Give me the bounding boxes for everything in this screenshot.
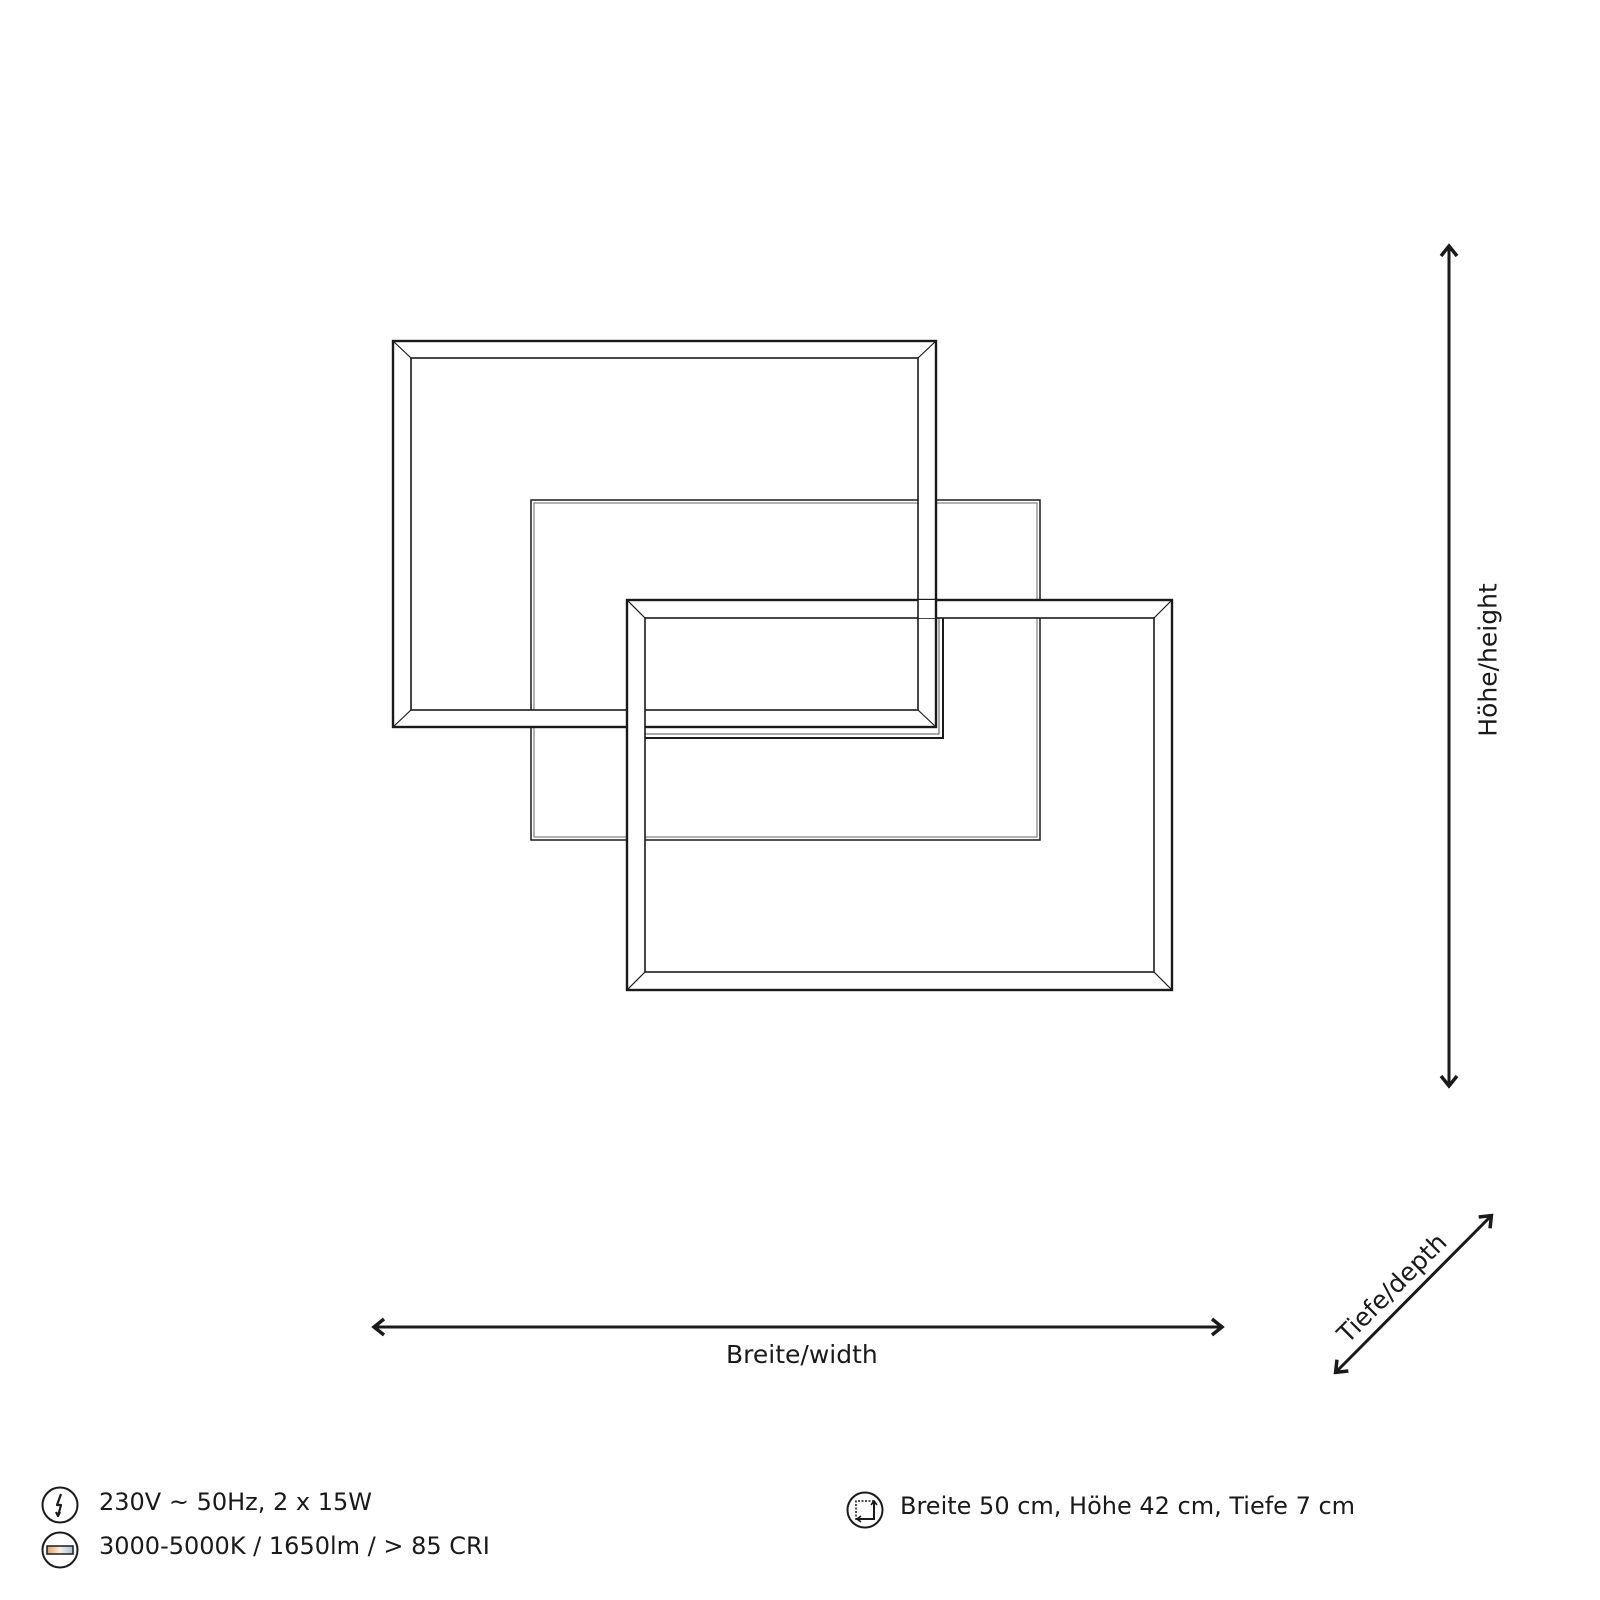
color-temperature-icon xyxy=(41,1531,79,1569)
depth-arrow xyxy=(1333,1213,1494,1375)
dimensions-icon xyxy=(846,1491,884,1529)
frame-middle xyxy=(530,499,1041,841)
frame-top-left xyxy=(391,339,938,729)
frame-bottom-right xyxy=(625,598,1174,992)
size-spec: Breite 50 cm, Höhe 42 cm, Tiefe 7 cm xyxy=(900,1492,1356,1520)
frame-top-left-overlap xyxy=(917,600,938,618)
width-label: Breite/width xyxy=(726,1340,878,1369)
lightning-icon xyxy=(41,1486,79,1524)
height-label: Höhe/height xyxy=(1473,583,1503,737)
power-spec: 230V ~ 50Hz, 2 x 15W xyxy=(99,1488,373,1516)
light-spec: 3000-5000K / 1650lm / > 85 CRI xyxy=(99,1532,490,1560)
